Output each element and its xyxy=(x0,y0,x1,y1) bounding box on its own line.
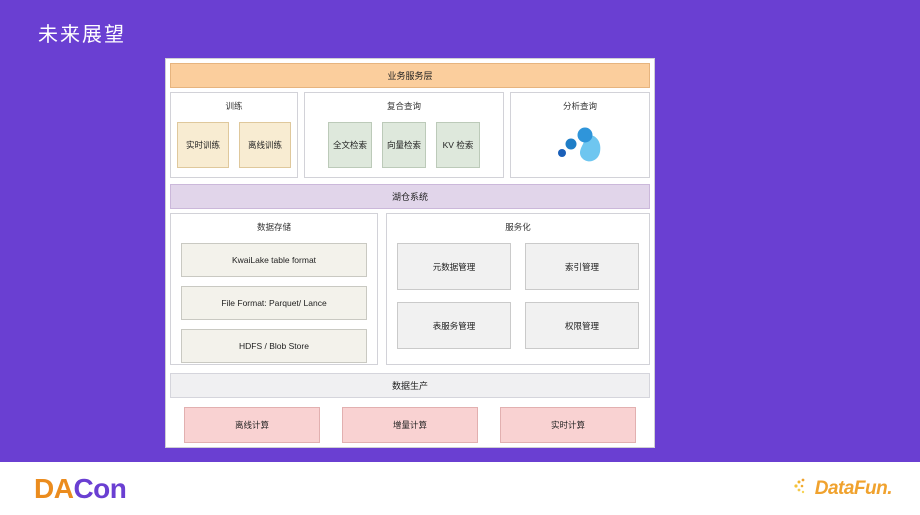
chip-fulltext-search[interactable]: 全文检索 xyxy=(328,122,372,168)
analytics-bubbles-icon xyxy=(554,124,606,173)
datafun-sunburst-icon xyxy=(792,476,812,501)
production-item-offline[interactable]: 离线计算 xyxy=(184,407,320,443)
business-layer-band: 业务服务层 xyxy=(170,63,650,88)
panel-service: 服务化 元数据管理 索引管理 表服务管理 权限管理 xyxy=(386,213,650,365)
production-section: 数据生产 离线计算 增量计算 实时计算 xyxy=(170,373,650,443)
panel-training-title: 训练 xyxy=(225,101,243,111)
architecture-diagram: 业务服务层 训练 实时训练 离线训练 复合查询 全文检索 向量检索 KV 检索 … xyxy=(165,58,655,448)
storage-item-hdfs[interactable]: HDFS / Blob Store xyxy=(181,329,367,363)
panel-data-storage: 数据存储 KwaiLake table format File Format: … xyxy=(170,213,378,365)
business-layer-panels: 训练 实时训练 离线训练 复合查询 全文检索 向量检索 KV 检索 分析查询 xyxy=(170,92,650,178)
service-item-permission[interactable]: 权限管理 xyxy=(525,302,639,349)
chip-offline-training[interactable]: 离线训练 xyxy=(239,122,291,168)
panel-analytics-query-title: 分析查询 xyxy=(562,101,597,111)
chip-kv-search[interactable]: KV 检索 xyxy=(436,122,480,168)
query-chip-row: 全文检索 向量检索 KV 检索 xyxy=(328,122,480,168)
production-row: 离线计算 增量计算 实时计算 xyxy=(170,407,650,443)
storage-item-table-format[interactable]: KwaiLake table format xyxy=(181,243,367,277)
service-grid: 元数据管理 索引管理 表服务管理 权限管理 xyxy=(387,243,649,349)
panel-compound-query: 复合查询 全文检索 向量检索 KV 检索 xyxy=(304,92,504,178)
panel-compound-query-title: 复合查询 xyxy=(386,101,421,111)
production-item-incremental[interactable]: 增量计算 xyxy=(342,407,478,443)
service-item-metadata[interactable]: 元数据管理 xyxy=(397,243,511,290)
training-chip-row: 实时训练 离线训练 xyxy=(177,122,291,168)
panel-analytics-query: 分析查询 xyxy=(510,92,650,178)
lakehouse-section: 湖仓系统 数据存储 KwaiLake table format File For… xyxy=(170,184,650,365)
storage-stack: KwaiLake table format File Format: Parqu… xyxy=(171,243,377,363)
service-item-table-service[interactable]: 表服务管理 xyxy=(397,302,511,349)
chip-vector-search[interactable]: 向量检索 xyxy=(382,122,426,168)
datafun-logo: DataFun. xyxy=(792,476,893,501)
dacon-logo: DACon xyxy=(34,472,127,505)
panel-data-storage-title: 数据存储 xyxy=(256,222,291,232)
production-item-realtime[interactable]: 实时计算 xyxy=(500,407,636,443)
panel-training: 训练 实时训练 离线训练 xyxy=(170,92,298,178)
dacon-logo-da: DA xyxy=(34,472,74,504)
panel-service-title: 服务化 xyxy=(505,222,531,232)
storage-item-file-format[interactable]: File Format: Parquet/ Lance xyxy=(181,286,367,320)
dacon-logo-con: Con xyxy=(73,472,127,504)
footer: DACon DataFun. xyxy=(0,462,920,515)
page-title: 未来展望 xyxy=(38,24,126,46)
lakehouse-band: 湖仓系统 xyxy=(170,184,650,209)
datafun-logo-text: DataFun. xyxy=(814,477,893,499)
chip-realtime-training[interactable]: 实时训练 xyxy=(177,122,229,168)
lakehouse-panels: 数据存储 KwaiLake table format File Format: … xyxy=(170,213,650,365)
service-item-index[interactable]: 索引管理 xyxy=(525,243,639,290)
production-band: 数据生产 xyxy=(170,373,650,398)
